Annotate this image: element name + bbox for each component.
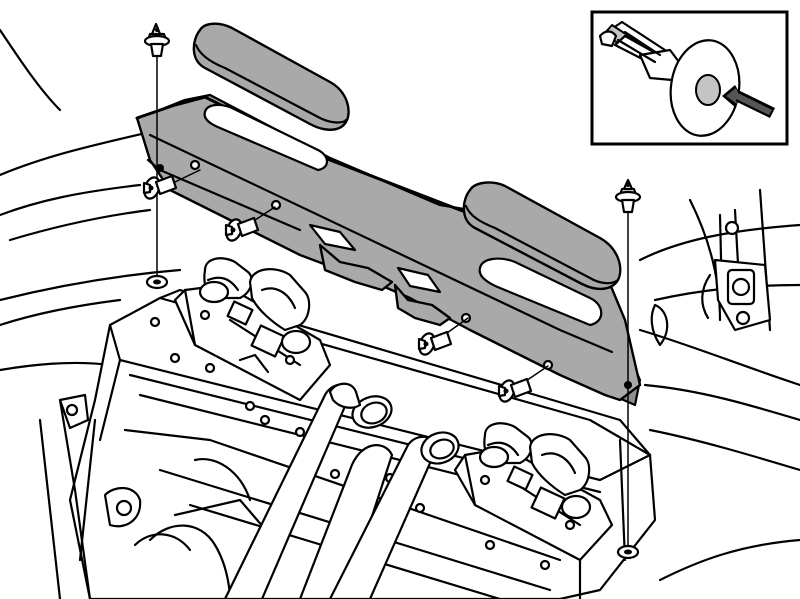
cover-opening: [396, 266, 442, 294]
body-edge-line: [8, 208, 152, 242]
pad-body: [192, 22, 350, 131]
body-edge-line: [638, 328, 800, 387]
frame-holes: [149, 316, 551, 571]
guide-line: [251, 206, 276, 223]
cover-slot: [203, 103, 329, 172]
body-edge-line: [638, 223, 800, 262]
push-clip: [614, 178, 642, 214]
push-clip: [142, 174, 178, 200]
body-edge-line: [0, 28, 62, 112]
cover-slot: [478, 257, 603, 327]
push-clip: [224, 216, 260, 242]
body-edge-line: [0, 268, 182, 302]
body-edge-line: [658, 538, 800, 582]
body-edge-line: [0, 361, 112, 372]
push-clip: [417, 330, 453, 356]
pipe-elbow: [528, 433, 591, 497]
pipe-elbow: [248, 268, 311, 332]
left-pad: [192, 22, 350, 131]
cover-mount-hole: [156, 164, 164, 172]
cover-mount-hole: [189, 159, 201, 171]
cover-notch: [393, 283, 452, 327]
right-pad: [462, 181, 622, 291]
right-lock-assembly: [453, 422, 614, 562]
body-edge-line: [643, 383, 800, 422]
cover-notch: [318, 243, 394, 292]
latch-mechanism: [701, 208, 772, 332]
body-edge-line: [0, 298, 122, 327]
vehicle-body-background: [0, 28, 800, 582]
mounting-sockets: [145, 274, 640, 560]
frame-tubes: [223, 382, 460, 599]
push-clip: [497, 377, 533, 403]
push-clip: [143, 22, 171, 58]
body-edge-line: [0, 183, 142, 217]
body-edge-line: [688, 198, 722, 322]
cover-panel: [135, 93, 642, 407]
left-lock-assembly: [173, 257, 332, 402]
guide-line: [174, 169, 201, 183]
detail-inset: [590, 10, 789, 146]
clip-center-pin: [695, 74, 721, 106]
body-edge-line: [648, 428, 800, 472]
cover-opening: [308, 223, 357, 252]
body-edge-line: [650, 303, 669, 347]
